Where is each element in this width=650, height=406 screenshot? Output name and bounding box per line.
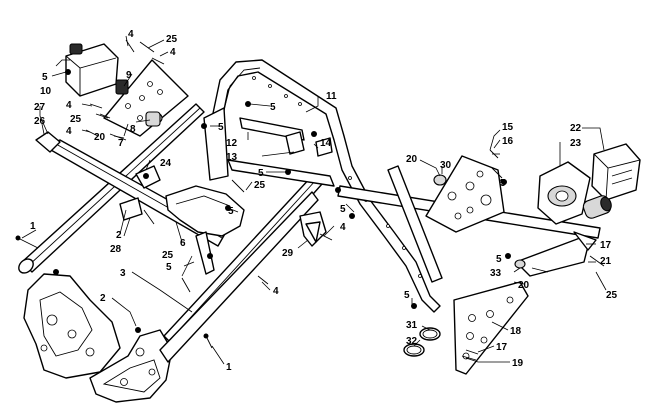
control-module bbox=[591, 143, 641, 201]
callout-1: 1 bbox=[226, 362, 232, 373]
callout-4: 4 bbox=[128, 29, 134, 40]
callout-22: 22 bbox=[570, 123, 582, 134]
fasteners bbox=[15, 39, 605, 361]
mount-block bbox=[537, 161, 591, 225]
callout-1: 1 bbox=[30, 221, 36, 232]
reservoir-bottle bbox=[65, 43, 119, 97]
angle-bracket bbox=[515, 231, 597, 277]
bushing-parts bbox=[115, 79, 163, 127]
callout-33: 33 bbox=[490, 268, 502, 279]
callout-2: 2 bbox=[116, 230, 122, 241]
callout-25: 25 bbox=[166, 34, 178, 45]
callout-25: 25 bbox=[254, 180, 266, 191]
callout-8: 8 bbox=[130, 124, 136, 135]
callout-25: 25 bbox=[162, 250, 174, 261]
callout-13: 13 bbox=[226, 152, 238, 163]
callout-10: 10 bbox=[40, 86, 52, 97]
callout-31: 31 bbox=[406, 320, 418, 331]
callout-26: 26 bbox=[34, 116, 46, 127]
hose-clamps bbox=[403, 327, 441, 357]
connector-plug bbox=[582, 195, 612, 219]
callout-12: 12 bbox=[226, 138, 238, 149]
callout-20: 20 bbox=[406, 154, 418, 165]
callout-23: 23 bbox=[570, 138, 582, 149]
front-bracket-left bbox=[23, 273, 121, 379]
callout-11: 11 bbox=[326, 91, 337, 102]
callout-30: 30 bbox=[440, 160, 452, 171]
callout-4: 4 bbox=[340, 222, 346, 233]
callout-2: 2 bbox=[100, 293, 106, 304]
lower-frame-rail bbox=[159, 175, 323, 363]
callout-19: 19 bbox=[512, 358, 524, 369]
callout-3: 3 bbox=[120, 268, 126, 279]
callout-29: 29 bbox=[282, 248, 294, 259]
callout-28: 28 bbox=[110, 244, 122, 255]
callout-5: 5 bbox=[42, 72, 48, 83]
callout-5: 5 bbox=[270, 102, 276, 113]
callout-4: 4 bbox=[66, 100, 72, 111]
vertical-strip bbox=[387, 165, 443, 283]
callout-5: 5 bbox=[500, 178, 506, 189]
callout-18: 18 bbox=[510, 326, 522, 337]
callout-5: 5 bbox=[258, 168, 264, 179]
callout-4: 4 bbox=[273, 286, 279, 297]
callout-4: 4 bbox=[170, 47, 176, 58]
callout-32: 32 bbox=[406, 336, 418, 347]
callout-5: 5 bbox=[228, 206, 234, 217]
callout-6: 6 bbox=[180, 238, 186, 249]
callout-4: 4 bbox=[66, 126, 72, 137]
callout-5: 5 bbox=[340, 204, 346, 215]
leader-lines bbox=[21, 35, 607, 365]
mounting-plate-upper bbox=[103, 59, 189, 137]
callout-17: 17 bbox=[600, 240, 612, 251]
seat-bracket bbox=[165, 185, 245, 237]
side-plate bbox=[425, 155, 505, 233]
callout-24: 24 bbox=[160, 158, 172, 169]
callout-5: 5 bbox=[218, 122, 224, 133]
callout-9: 9 bbox=[126, 70, 132, 81]
callout-16: 16 bbox=[502, 136, 514, 147]
callout-5: 5 bbox=[496, 254, 502, 265]
lower-plate bbox=[453, 281, 529, 375]
callout-15: 15 bbox=[502, 122, 514, 133]
callout-labels: 1 1 2 2 3 4 4 4 4 4 4 5 5 5 5 5 5 5 5 5 … bbox=[30, 29, 618, 373]
callout-27: 27 bbox=[34, 102, 46, 113]
callout-17: 17 bbox=[496, 342, 508, 353]
callout-20: 20 bbox=[518, 280, 530, 291]
callout-5: 5 bbox=[166, 262, 172, 273]
callout-20: 20 bbox=[94, 132, 106, 143]
callout-14: 14 bbox=[320, 138, 332, 149]
callout-25: 25 bbox=[606, 290, 618, 301]
front-bracket-right bbox=[89, 329, 173, 403]
small-brackets bbox=[119, 117, 526, 269]
callout-21: 21 bbox=[600, 256, 612, 267]
callout-7: 7 bbox=[118, 138, 124, 149]
callout-5: 5 bbox=[404, 290, 410, 301]
callout-25: 25 bbox=[70, 114, 82, 125]
